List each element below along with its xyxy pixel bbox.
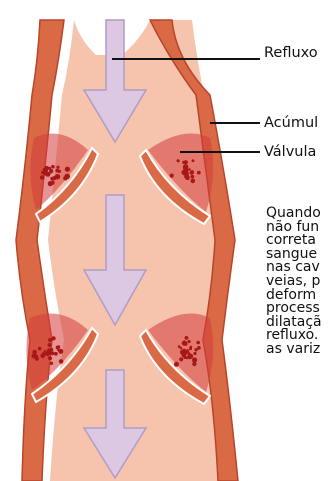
blood-cell-dot (35, 357, 39, 361)
blood-cell-dot (190, 175, 194, 179)
blood-cell-dot (59, 359, 64, 364)
blood-cell-dot (57, 345, 61, 349)
blood-cell-dot (55, 169, 59, 173)
description-line: as variz (266, 343, 333, 357)
blood-cell-dot (48, 181, 53, 186)
blood-cell-dot (57, 349, 60, 352)
blood-cell-dot (188, 168, 190, 170)
blood-cell-dot (196, 341, 200, 345)
blood-cell-dot (65, 167, 70, 172)
blood-cell-dot (51, 165, 55, 169)
blood-cell-dot (193, 352, 196, 355)
blood-cell-dot (187, 354, 192, 359)
blood-cell-dot (184, 351, 188, 355)
blood-cell-dot (187, 340, 190, 343)
blood-cell-dot (49, 351, 52, 354)
blood-cell-dot (50, 362, 53, 365)
blood-cell-dot (185, 336, 189, 340)
blood-cell-dot (179, 357, 183, 361)
blood-cell-dot (178, 345, 181, 348)
blood-cell-dot (184, 342, 188, 346)
blood-cell-dot (52, 336, 56, 340)
blood-cell-dot (38, 347, 42, 351)
blood-cell-dot (40, 175, 44, 179)
blood-cell-dot (48, 343, 52, 347)
blood-cell-dot (64, 177, 67, 180)
blood-cell-dot (183, 356, 186, 359)
blood-cell-dot (192, 362, 196, 366)
blood-cell-dot (56, 166, 59, 169)
blood-cell-dot (48, 338, 52, 342)
blood-cell-dot (50, 351, 54, 355)
blood-cell-dot (194, 348, 197, 351)
blood-cell-dot (170, 174, 174, 178)
blood-cell-dot (174, 362, 179, 367)
blood-cell-dot (43, 172, 46, 175)
blood-cell-dot (53, 176, 57, 180)
blood-cell-dot (48, 356, 52, 360)
blood-cell-dot (60, 350, 63, 353)
blood-cell-dot (190, 170, 194, 174)
blood-cell-dot (197, 171, 201, 175)
blood-cell-dot (54, 352, 58, 356)
label-valvula: Válvula (264, 145, 316, 160)
blood-cell-dot (182, 161, 185, 164)
label-acumulo: Acúmul (264, 116, 318, 131)
blood-cell-dot (183, 164, 188, 169)
blood-cell-dot (177, 159, 180, 162)
blood-cell-dot (49, 171, 52, 174)
blood-cell-dot (189, 347, 192, 350)
blood-cell-dot (40, 354, 45, 359)
blood-cell-dot (191, 179, 196, 184)
blood-cell-dot (192, 159, 195, 162)
blood-cell-dot (184, 170, 188, 174)
blood-cell-dot (50, 348, 54, 352)
blood-cell-dot (44, 350, 46, 352)
label-refluxo: Refluxo (264, 46, 318, 61)
description-text: Quando não fun correta sangue nas cav ve… (266, 207, 333, 357)
